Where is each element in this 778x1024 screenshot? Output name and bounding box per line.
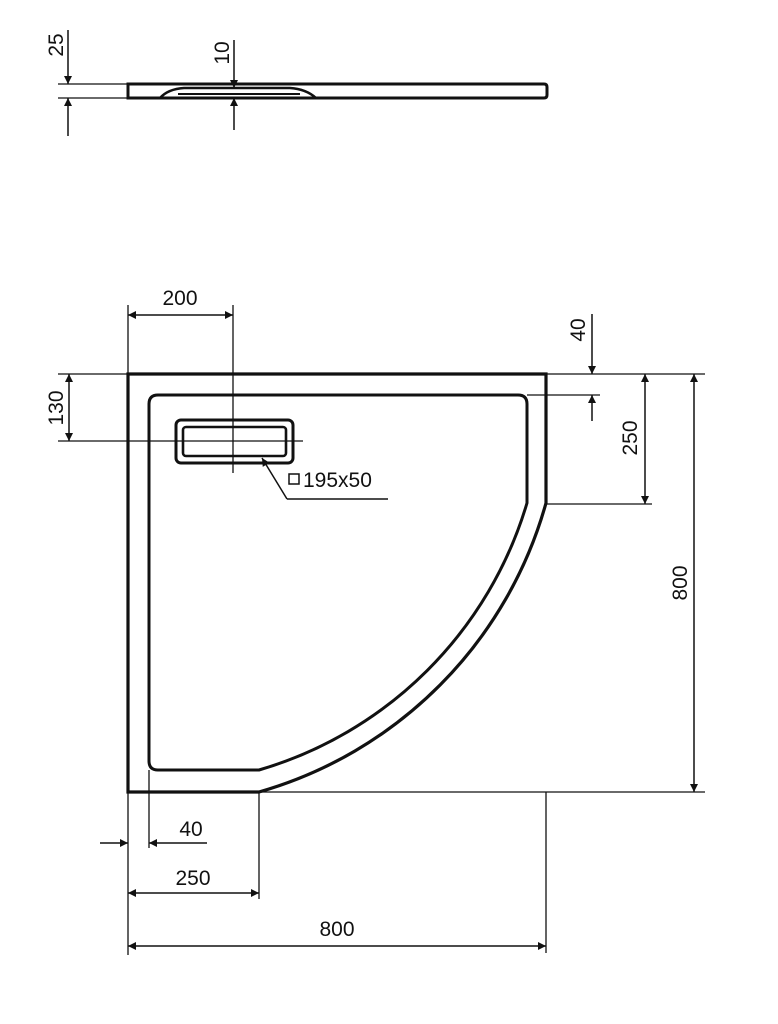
dim-tray-thickness: 25 xyxy=(45,33,68,56)
side-view: 25 10 xyxy=(45,30,549,136)
side-view-drain-recess xyxy=(159,86,317,99)
dim-overall-width: 800 xyxy=(319,918,354,941)
dim-overall-height: 800 xyxy=(669,565,692,600)
dim-straight-right: 250 xyxy=(619,420,642,455)
dim-drain-depth: 10 xyxy=(211,41,234,64)
dim-rim-width-top: 40 xyxy=(567,318,590,341)
dim-straight-bottom: 250 xyxy=(175,867,210,890)
dim-drain-offset-x: 200 xyxy=(162,287,197,310)
leader-arrow xyxy=(261,457,288,500)
plan-view: 200 130 195x50 40 250 800 40 2 xyxy=(45,287,705,955)
dim-drain-offset-y: 130 xyxy=(45,390,68,425)
side-view-tray-outline xyxy=(126,82,549,100)
tray-inner-outline xyxy=(147,393,529,772)
square-symbol-icon xyxy=(288,473,300,485)
dim-drain-size: 195x50 xyxy=(303,469,372,492)
tray-outer-outline xyxy=(126,372,548,794)
dim-rim-width-left: 40 xyxy=(179,818,202,841)
